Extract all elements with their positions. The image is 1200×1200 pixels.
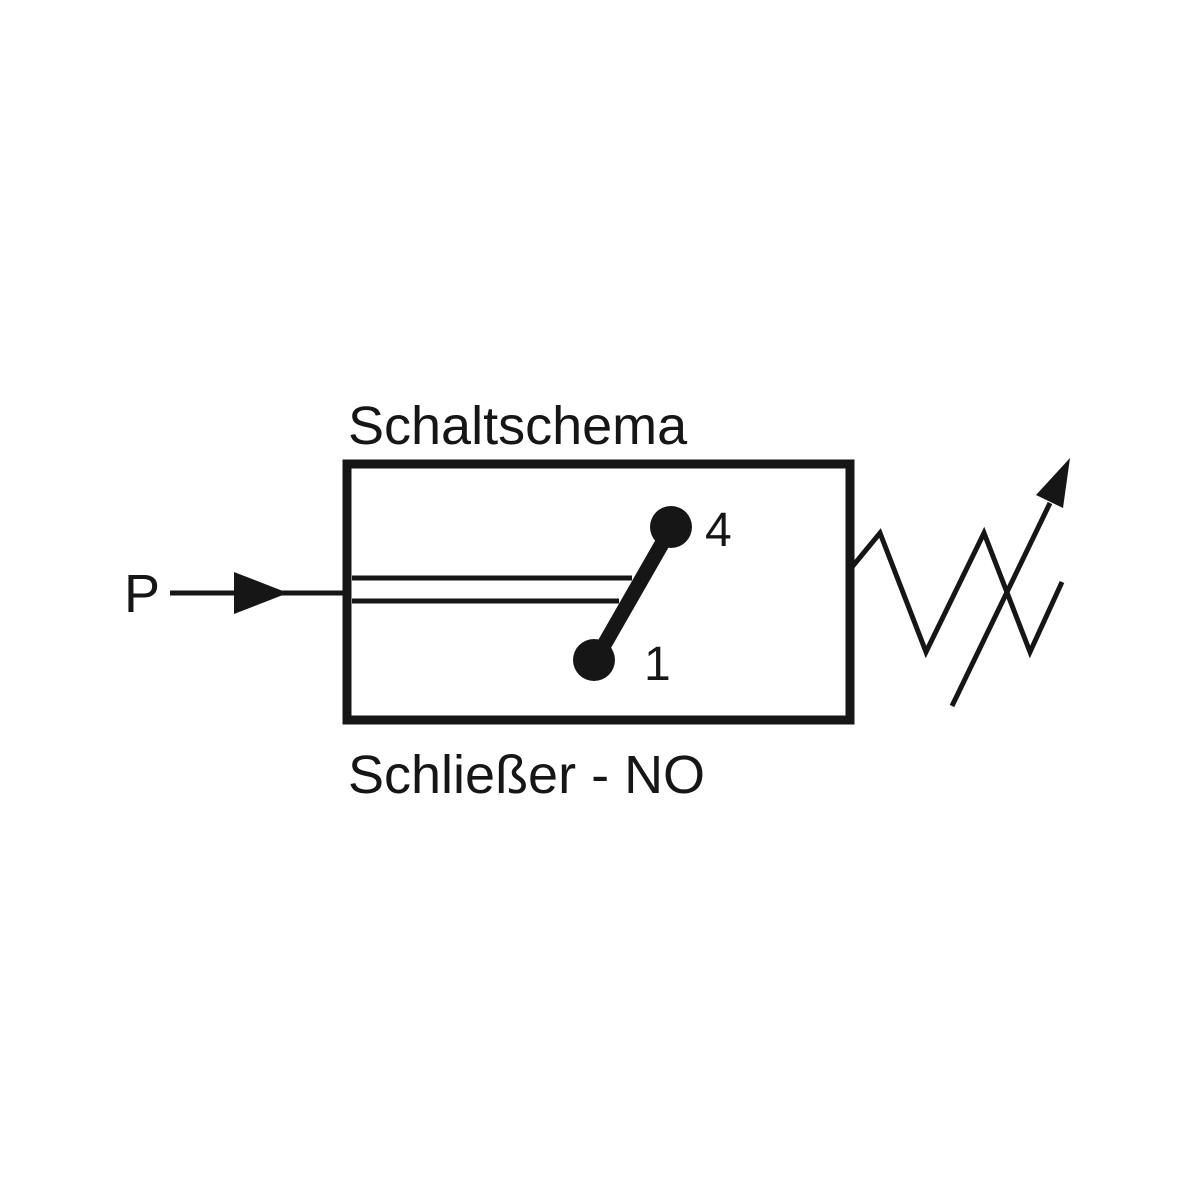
port-label: P [124, 564, 160, 624]
diagram-title: Schaltschema [348, 396, 688, 456]
pressure-arrow-icon [234, 572, 288, 614]
adjustment-arrow-icon [1036, 458, 1070, 508]
spring-icon [850, 526, 1065, 659]
terminal-4-label: 4 [705, 504, 732, 557]
terminal-1-label: 1 [644, 638, 671, 691]
terminal-1-dot [573, 639, 615, 681]
adjustment-arrow-line [949, 501, 1053, 708]
diagram-caption: Schließer - NO [348, 745, 705, 805]
terminal-4-dot [650, 506, 692, 548]
switch-lever [589, 524, 678, 663]
enclosure-box [342, 459, 855, 725]
